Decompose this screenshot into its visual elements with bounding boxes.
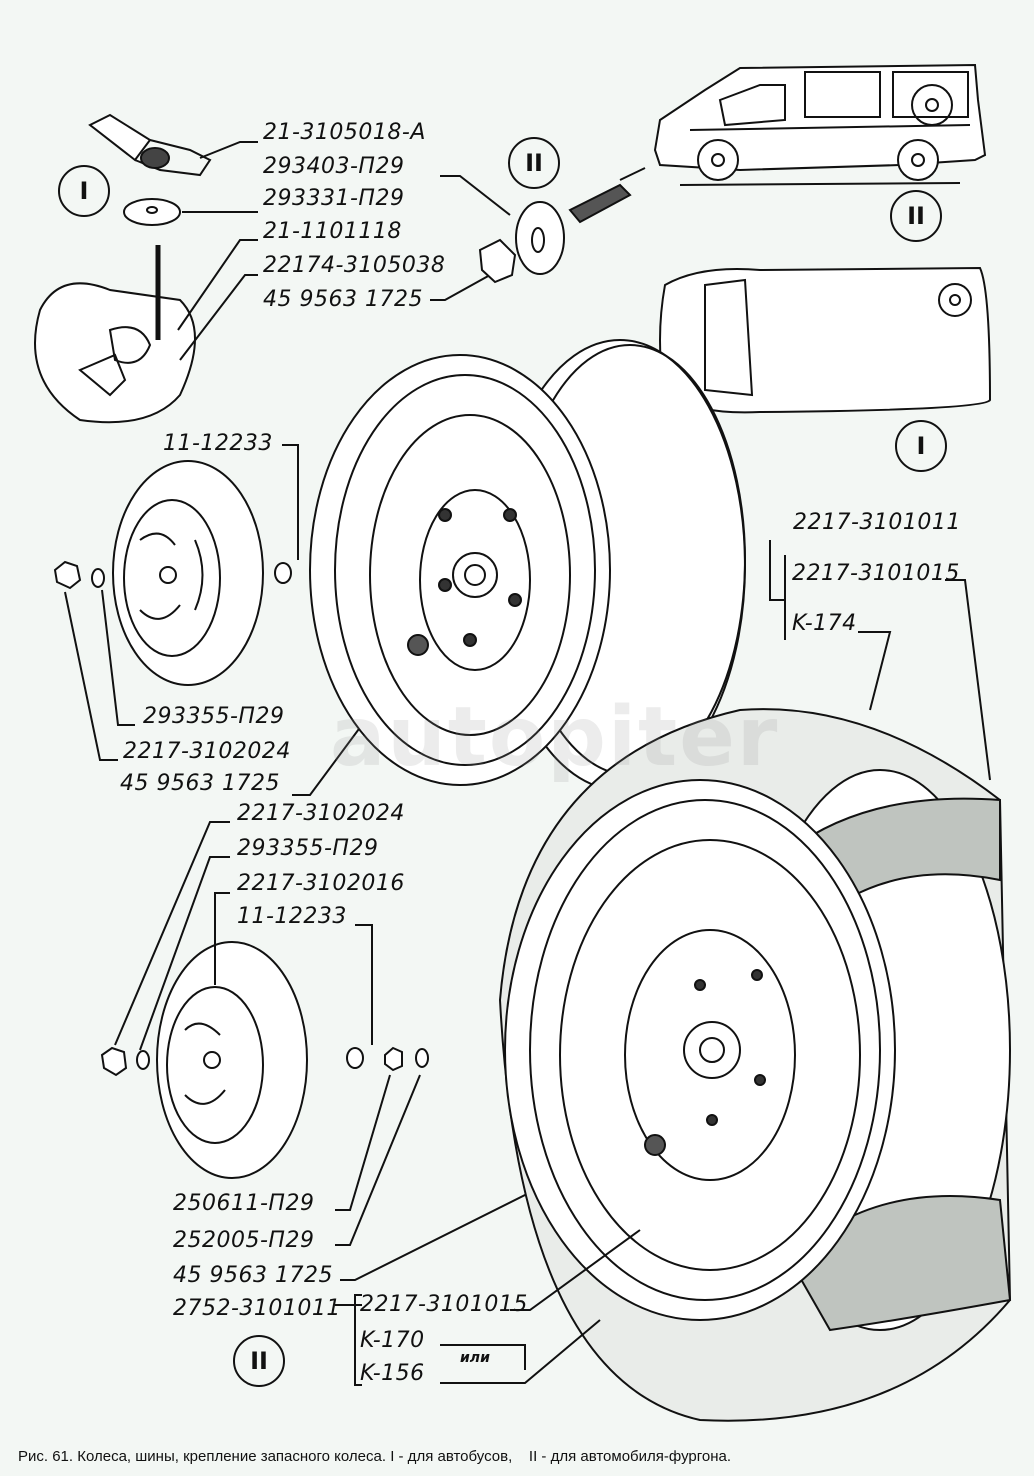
- van-top-illustration: [659, 266, 992, 414]
- label-wheel-I-rim: 2217-3101015: [792, 561, 960, 586]
- label-cap-bottom-wheel-nut: 45 9563 1725: [173, 1263, 333, 1288]
- label-or: или: [460, 1350, 490, 1366]
- label-cap-bottom-washer2: 252005-П29: [173, 1228, 315, 1253]
- nut-bottom-left-illustration: [100, 1046, 128, 1077]
- marker-I-van-top: I: [895, 420, 947, 472]
- marker-II-bottom: II: [233, 1335, 285, 1387]
- wheel-I-illustration: [309, 339, 746, 791]
- label-washer: 293331-П29: [263, 186, 405, 211]
- marker-I-top: I: [58, 165, 110, 217]
- label-cap-bottom-washer: 293355-П29: [237, 836, 379, 861]
- watermark: autopiter: [330, 690, 780, 785]
- label-cap-bottom-cap: 2217-3102024: [237, 801, 405, 826]
- label-cap-bottom-nut2: 250611-П29: [173, 1191, 315, 1216]
- van-side-illustration: [653, 63, 987, 186]
- label-wheel-II-tire2: K-156: [360, 1361, 425, 1386]
- label-wheel-II-assembly: 2752-3101011: [173, 1296, 341, 1321]
- label-cap-bottom-cap-alt: 2217-3102016: [237, 871, 405, 896]
- label-cap-top-cap: 2217-3102024: [123, 739, 291, 764]
- wheel-II-illustration: [498, 708, 1012, 1422]
- label-wheel-II-tire1: K-170: [360, 1328, 425, 1353]
- label-wheel-II-rim: 2217-3101015: [360, 1292, 528, 1317]
- label-cap-top-wheel-nut: 45 9563 1725: [120, 771, 280, 796]
- label-wing-nut: 21-3105018-A: [263, 120, 426, 145]
- hex-nut-illustration: [478, 238, 517, 284]
- label-large-washer: 293403-П29: [263, 154, 405, 179]
- label-wheel-I-assembly: 2217-3101011: [793, 510, 961, 535]
- marker-II-van-side: II: [890, 190, 942, 242]
- label-cap-bottom-nut: 11-12233: [237, 904, 347, 929]
- wheel-cap-bottom-illustration: [156, 941, 308, 1179]
- label-bracket: 22174-3105038: [263, 253, 446, 278]
- stud-illustration: [568, 183, 632, 224]
- label-cap-top-washer: 293355-П29: [143, 704, 285, 729]
- large-washer-illustration: [515, 201, 565, 275]
- nut-top-left-illustration: [53, 560, 82, 590]
- figure-caption: Рис. 61. Колеса, шины, крепление запасно…: [18, 1448, 732, 1465]
- label-spare-nut: 45 9563 1725: [263, 287, 423, 312]
- wheel-cap-top-illustration: [112, 460, 264, 686]
- label-bolt: 21-1101118: [263, 219, 402, 244]
- marker-II-top: II: [508, 137, 560, 189]
- wing-nut-illustration: [88, 113, 212, 177]
- label-cap-top-nut: 11-12233: [163, 431, 273, 456]
- bracket-illustration: [34, 245, 196, 424]
- label-wheel-I-tire: K-174: [792, 611, 857, 636]
